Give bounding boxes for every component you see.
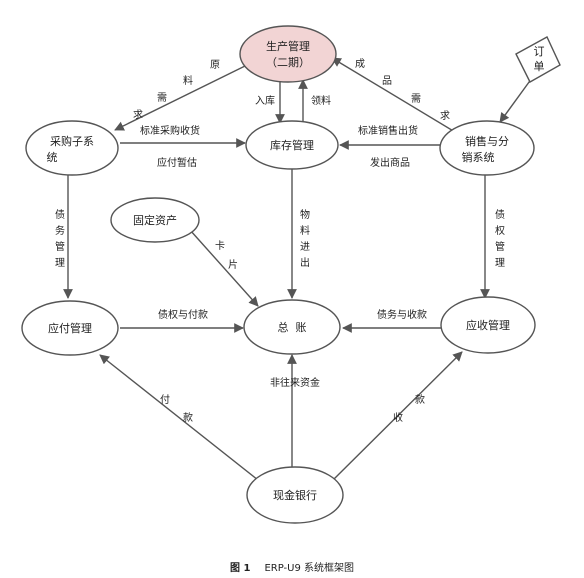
label-material-flow-2: 料 [300,224,310,237]
label-inbound: 入库 [255,94,275,107]
label-card-2: 片 [228,258,238,271]
figure-title: ERP-U9 系统框架图 [264,563,354,574]
purchasing-label-line2: 统 [47,151,58,164]
label-material-flow-4: 出 [300,256,310,269]
edge-production-to-purchasing [114,65,246,131]
label-goods-shipped: 发出商品 [370,156,410,169]
production-label-line1: 生产管理 [266,39,310,53]
figure-number: 图 1 [230,563,251,574]
label-material-flow-1: 物 [300,208,310,221]
sales-label-line1: 销售与分 [465,134,509,148]
sales-label-line2: 销系统 [462,150,495,164]
cash-bank-label: 现金银行 [273,488,317,502]
receivables-ellipse [440,296,536,354]
node-purchasing: 采购子系 统 [25,120,119,176]
edges [63,57,533,481]
node-production: 生产管理 （二期） [239,25,337,83]
payables-ellipse [21,300,119,356]
label-debt-mgmt-4: 理 [55,257,65,269]
node-payables: 应付管理 [21,300,119,356]
label-credit-mgmt-1: 债 [495,208,505,221]
label-std-sales-shipment: 标准销售出货 [358,124,418,137]
label-payable-estimate: 应付暂估 [157,156,197,169]
edge-labels: 原 料 需 求 成 品 需 求 入库 领料 标准采购收货 应付暂估 标准销售出货… [55,58,505,424]
cash-bank-ellipse [246,466,344,524]
node-inventory: 库存管理 [245,120,339,170]
figure-caption: 图 1 ERP-U9 系统框架图 [0,559,584,574]
node-ledger: 总 账 [243,299,341,355]
label-card-1: 卡 [215,239,225,252]
payables-label: 应付管理 [48,321,92,335]
purchasing-ellipse [25,120,119,176]
production-ellipse [239,25,337,83]
order-label-line1: 订 [534,45,545,58]
label-payment-1: 付 [160,393,170,406]
edge-cash-to-payables [99,354,259,481]
label-material-flow-3: 进 [300,241,310,253]
label-debt-mgmt-2: 务 [55,224,65,237]
label-raw-material-req-1: 原 [210,59,220,71]
sales-ellipse [439,120,535,176]
node-sales: 销售与分 销系统 [439,120,535,176]
edge-order-to-sales [499,77,533,123]
inventory-ellipse [245,120,339,170]
label-finished-goods-req-1: 成 [355,58,365,70]
receivables-label: 应收管理 [466,318,510,332]
node-receivables: 应收管理 [440,296,536,354]
label-credit-mgmt-2: 权 [495,224,505,237]
label-finished-goods-req-4: 求 [440,110,450,122]
label-payment-2: 款 [183,411,193,424]
node-order: 订 单 [515,36,561,83]
label-finished-goods-req-3: 需 [411,93,421,105]
node-cash-bank: 现金银行 [246,466,344,524]
ledger-label: 总 账 [278,320,307,334]
edge-cash-to-receivables [332,351,463,481]
label-raw-material-req-2: 料 [183,74,193,87]
label-raw-material-req-4: 求 [133,109,143,121]
production-label-line2: （二期） [266,56,310,69]
edge-fixed-assets-to-ledger [189,229,259,307]
inventory-label: 库存管理 [270,138,314,152]
label-std-purchase-receipt: 标准采购收货 [140,124,200,137]
ledger-ellipse [243,299,341,355]
label-receipt-1: 款 [415,393,425,406]
label-debt-mgmt-3: 管 [55,240,65,253]
label-debt-and-receipt: 债务与收款 [377,308,427,321]
label-raw-material-req-3: 需 [157,92,167,104]
label-material-pick: 领料 [311,94,331,107]
order-label-line2: 单 [534,60,545,73]
edge-sales-to-production [331,57,456,133]
label-debt-mgmt-1: 债 [55,208,65,221]
label-credit-mgmt-3: 管 [495,240,505,253]
order-document-shape [515,36,561,83]
fixed-assets-label: 固定资产 [133,213,177,227]
label-credit-and-payment: 债权与付款 [158,308,208,321]
purchasing-label-line1: 采购子系 [50,134,94,148]
node-fixed-assets: 固定资产 [110,197,200,243]
label-finished-goods-req-2: 品 [382,75,392,87]
label-receipt-2: 收 [393,411,403,424]
label-non-trade-funds: 非往来资金 [270,376,320,389]
fixed-assets-ellipse [110,197,200,243]
label-credit-mgmt-4: 理 [495,257,505,269]
